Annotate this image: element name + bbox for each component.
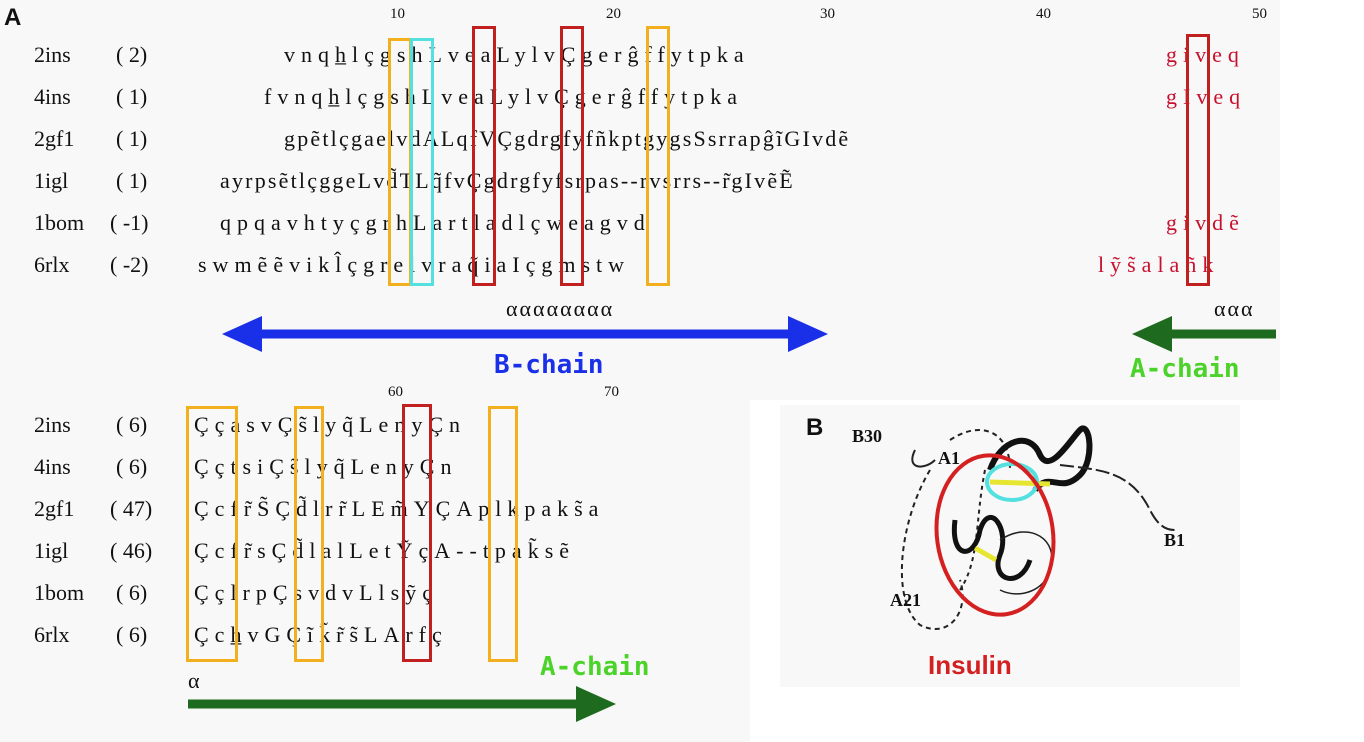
alignment-row-1igl: 1igl ( 1) ayrpsẽtlçggeLvd̃TLq̃fvÇgdrgfyf…: [34, 168, 1274, 198]
leucine-box-b15: [560, 26, 584, 286]
ruler-30: 30: [820, 6, 835, 22]
seq-id: 2gf1: [34, 496, 75, 521]
leucine-box-a16: [402, 404, 432, 662]
glycine-box-b8: [410, 38, 434, 286]
ruler-40: 40: [1036, 6, 1051, 22]
seq-id: 1igl: [34, 538, 69, 563]
a-chain-label-top: A-chain: [1130, 354, 1240, 384]
seq-residues: ÇçasvÇs̃lyq̃LenyÇn: [194, 412, 466, 437]
seq-residues: gpẽtlçgaelvdALqfVÇgdrgfyfñkptgygsSsrrapĝ…: [284, 126, 851, 151]
seq-id: 6rlx: [34, 252, 70, 277]
panel-b-background: [780, 405, 1240, 687]
seq-start: ( 47): [110, 496, 153, 521]
alignment-row-2ins-a: 2ins ( 6) ÇçasvÇs̃lyq̃LenyÇn: [34, 412, 734, 442]
leucine-box-b11: [472, 26, 496, 286]
ruler-20: 20: [606, 6, 621, 22]
seq-id: 4ins: [34, 84, 71, 109]
ruler-60: 60: [388, 384, 403, 400]
alignment-row-2gf1-a: 2gf1 ( 47) Çcfr̃S̃Çd̃lrr̃LEm̃YÇAplkpaks̃…: [34, 496, 734, 526]
panel-a-label: A: [4, 4, 22, 31]
cysteine-box-a20: [488, 406, 518, 662]
seq-tail: giveq: [1166, 42, 1245, 67]
seq-start: ( 46): [110, 538, 153, 563]
seq-residues: Çcfr̃sÇd̃lalLetỸçA--tpak̃sẽ: [194, 538, 576, 563]
seq-id: 1igl: [34, 168, 69, 193]
seq-residues: fvnqh̲lçgshLveaLylvÇgerĝffytpka: [264, 84, 743, 109]
ruler-50: 50: [1252, 6, 1267, 22]
seq-id: 1bom: [34, 580, 85, 605]
panel-b-label: B: [806, 414, 824, 441]
seq-id: 2ins: [34, 42, 71, 67]
alignment-row-1igl-a: 1igl ( 46) Çcfr̃sÇd̃lalLetỸçA--tpak̃sẽ: [34, 538, 734, 568]
seq-id: 6rlx: [34, 622, 70, 647]
seq-start: ( 1): [116, 126, 148, 151]
seq-id: 4ins: [34, 454, 71, 479]
a-chain-helix-marker-bottom: α: [188, 668, 202, 693]
a21-label: A21: [890, 590, 921, 610]
seq-id: 1bom: [34, 210, 85, 235]
isoleucine-box-a2: [1186, 34, 1210, 286]
seq-start: ( 1): [116, 84, 148, 109]
a-chain-helix-marker-top: ααα: [1214, 296, 1255, 321]
b1-label: B1: [1164, 530, 1186, 550]
seq-start: ( 6): [116, 580, 148, 605]
seq-start: ( 6): [116, 412, 148, 437]
seq-id: 2ins: [34, 412, 71, 437]
seq-start: ( -1): [110, 210, 149, 235]
insulin-title: Insulin: [928, 650, 1012, 680]
a1-label: A1: [938, 448, 960, 468]
seq-start: ( 6): [116, 622, 148, 647]
seq-residues: ayrpsẽtlçggeLvd̃TLq̃fvÇgdrgfyfsrpas--rvs…: [220, 168, 795, 193]
cysteine-box-b19: [646, 26, 670, 286]
ruler-70: 70: [604, 384, 619, 400]
ruler-10: 10: [390, 6, 405, 22]
cysteine-box-a6: [186, 406, 238, 662]
seq-tail: givdẽ: [1166, 210, 1245, 235]
alignment-row-1bom-a: 1bom ( 6) ÇçlrpÇsvdvLlsỹç: [34, 580, 734, 610]
b30-label: B30: [852, 426, 883, 446]
b-chain-helix-marker: αααααααα: [506, 296, 615, 321]
seq-residues: ÇçlrpÇsvdvLlsỹç: [194, 580, 438, 605]
alignment-row-4ins: 4ins ( 1) fvnqh̲lçgshLveaLylvÇgerĝffytpk…: [34, 84, 1274, 114]
seq-start: ( 1): [116, 168, 148, 193]
b-chain-label: B-chain: [494, 350, 604, 380]
a-chain-label-bottom: A-chain: [540, 652, 650, 682]
seq-tail: lỹs̃alañk: [1098, 252, 1220, 277]
cysteine-box-a11: [294, 406, 324, 662]
seq-start: ( 6): [116, 454, 148, 479]
seq-start: ( -2): [110, 252, 149, 277]
seq-residues: Çcfr̃S̃Çd̃lrr̃LEm̃YÇAplkpaks̃a: [194, 496, 605, 521]
seq-id: 2gf1: [34, 126, 75, 151]
seq-start: ( 2): [116, 42, 148, 67]
alignment-row-2gf1: 2gf1 ( 1) gpẽtlçgaelvdALqfVÇgdrgfyfñkptg…: [34, 126, 1274, 156]
seq-tail: gIveq: [1166, 84, 1247, 109]
panel-a-bottom-background: [0, 398, 750, 742]
